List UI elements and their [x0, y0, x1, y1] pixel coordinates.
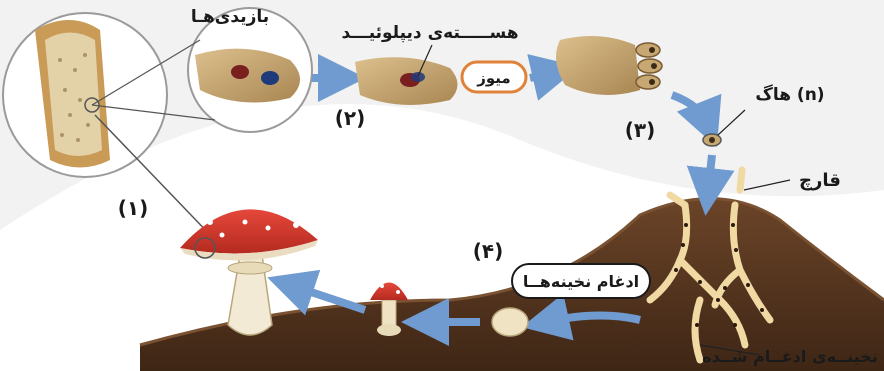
gill-closeup: [3, 13, 167, 177]
stage-2-label: (۲): [335, 106, 366, 130]
svg-text:میوز: میوز: [476, 69, 510, 87]
stage-1-label: (۱): [118, 196, 149, 220]
label-fused-hypha: نخینــه‌ی ادغــام شــده: [702, 347, 878, 366]
label-hyphae-fusion: ادغام نخینه‌هــا: [512, 264, 650, 298]
stage-4-label: (۴): [473, 239, 504, 263]
meiosis-label: میوز: [462, 62, 526, 92]
stage-3-label: (۳): [625, 118, 656, 142]
mushroom-button: [492, 308, 528, 336]
label-mushroom: قارچ: [799, 170, 841, 191]
label-diploid-nucleus: هســـــته‌ی دیپلوئیـــد: [341, 23, 518, 43]
svg-text:ادغام نخینه‌هــا: ادغام نخینه‌هــا: [523, 272, 639, 291]
mature-basidium: [556, 36, 662, 95]
arrow-to-soil: [708, 155, 712, 192]
label-spore: هاگ (n): [755, 85, 824, 105]
label-basidia: بازیدی‌هـا: [191, 7, 269, 27]
